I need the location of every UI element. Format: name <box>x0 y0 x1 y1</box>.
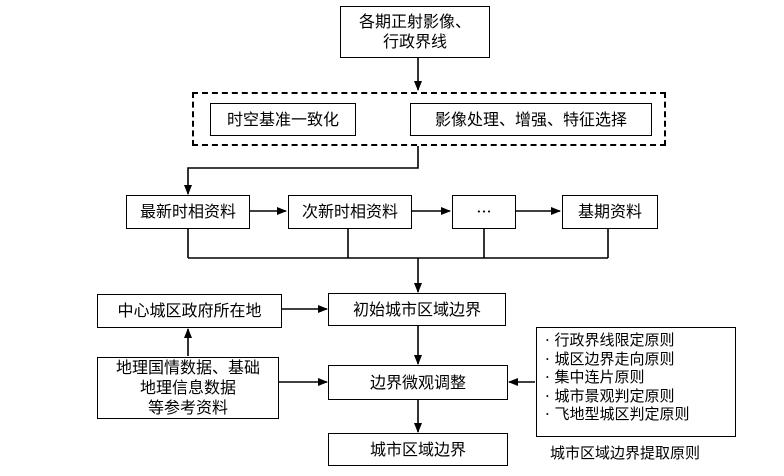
spatiotemporal-alignment-box: 时空基准一致化 <box>210 103 356 136</box>
gov-location-box: 中心城区政府所在地 <box>97 294 282 328</box>
base-period-box: 基期资料 <box>562 195 658 229</box>
source-data-box: 各期正射影像、 行政界线 <box>340 6 490 58</box>
reference-data-line-1: 地理国情数据、基础 <box>115 358 260 377</box>
principles-box: · 行政界线限定原则 · 城区边界走向原则 · 集中连片原则 · 城市景观判定原… <box>536 327 736 437</box>
ellipsis-box: ··· <box>452 195 516 229</box>
image-processing-box: 影像处理、增强、特征选择 <box>410 103 652 136</box>
source-data-line-2: 行政界线 <box>382 32 447 51</box>
arrow-preprocess-to-latest <box>184 146 419 195</box>
principle-item: · 飞地型城区判定原则 <box>545 405 690 424</box>
principle-item: · 城区边界走向原则 <box>545 349 675 368</box>
initial-boundary-box: 初始城市区域边界 <box>328 293 506 326</box>
source-data-line-1: 各期正射影像、 <box>358 12 471 31</box>
principles-caption: 城市区域边界提取原则 <box>550 444 701 462</box>
reference-data-box: 地理国情数据、基础 地理信息数据 等参考资料 <box>97 357 279 419</box>
latest-phase-box: 最新时相资料 <box>126 195 250 229</box>
preprocessing-group <box>192 92 666 146</box>
reference-data-line-3: 等参考资料 <box>147 398 228 417</box>
final-boundary-box: 城市区域边界 <box>328 433 508 466</box>
micro-adjustment-box: 边界微观调整 <box>328 365 508 400</box>
second-latest-phase-box: 次新时相资料 <box>288 195 412 229</box>
principle-item: · 城市景观判定原则 <box>545 386 675 405</box>
principle-item: · 行政界线限定原则 <box>545 331 675 349</box>
reference-data-line-2: 地理信息数据 <box>139 378 236 397</box>
principle-item: · 集中连片原则 <box>545 368 645 387</box>
